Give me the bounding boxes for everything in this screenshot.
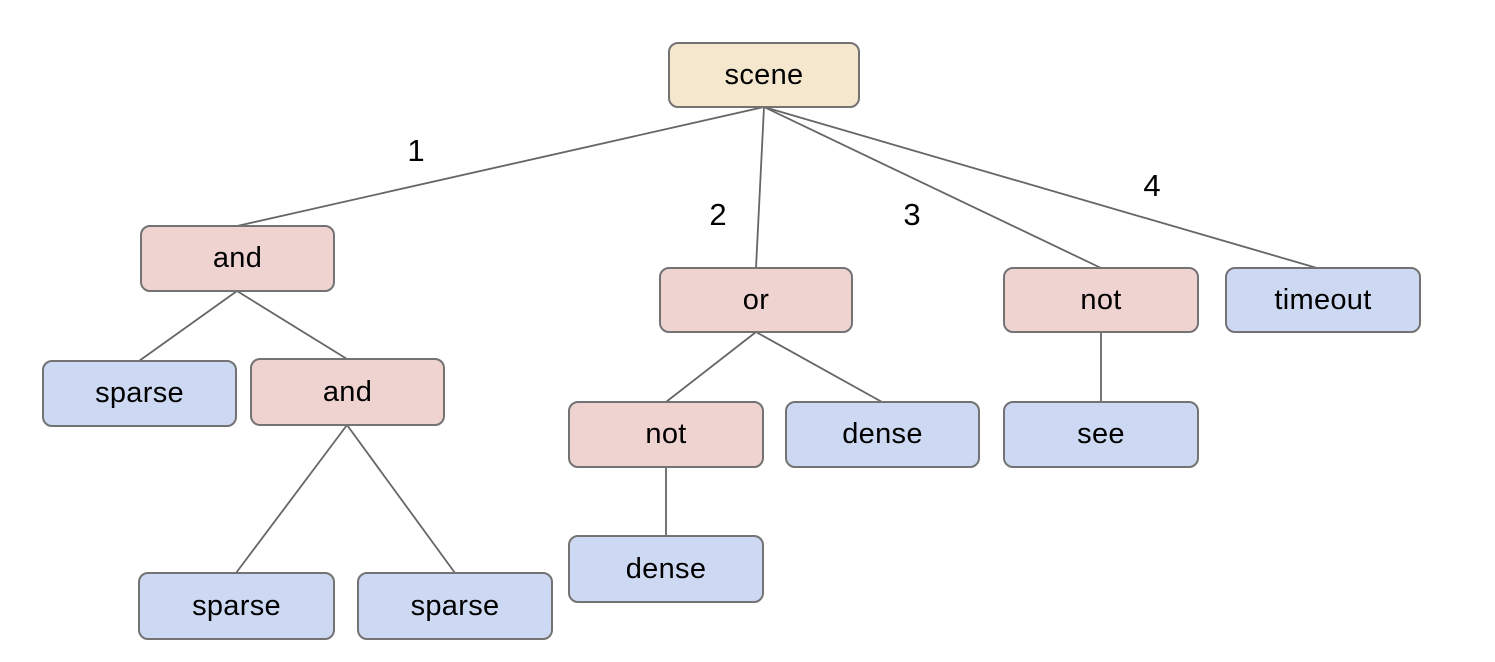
node-not-2-label: not	[645, 418, 687, 450]
edge-label-1: 1	[407, 133, 425, 168]
node-not-1: not	[1003, 267, 1199, 333]
node-scene: scene	[668, 42, 860, 108]
node-scene-label: scene	[724, 58, 804, 91]
node-dense-2-label: dense	[625, 552, 707, 585]
edge-or-not	[665, 331, 757, 403]
edge-label-4: 4	[1143, 168, 1161, 203]
node-and-1-label: and	[212, 242, 263, 274]
node-see-label: see	[1077, 418, 1125, 450]
edge-and2-sparse-left	[235, 424, 348, 574]
node-not-2: not	[568, 401, 764, 468]
node-sparse-2: sparse	[138, 572, 335, 640]
node-sparse-1-label: sparse	[95, 377, 184, 409]
edge-scene-timeout	[763, 106, 1318, 269]
edge-or-dense	[755, 331, 883, 403]
node-or-label: or	[742, 283, 770, 316]
edge-and2-sparse-right	[346, 424, 456, 574]
node-sparse-1: sparse	[42, 360, 237, 427]
node-dense-1: dense	[785, 401, 980, 468]
edge-and-sparse	[138, 290, 238, 362]
edge-and-and	[236, 290, 348, 360]
node-and-2: and	[250, 358, 445, 426]
edge-scene-not	[763, 106, 1102, 269]
node-see: see	[1003, 401, 1199, 468]
node-dense-1-label: dense	[842, 418, 923, 450]
node-sparse-3-label: sparse	[410, 589, 500, 622]
node-sparse-2-label: sparse	[192, 589, 281, 622]
edge-label-3: 3	[903, 197, 921, 232]
node-and-2-label: and	[322, 375, 373, 408]
node-not-1-label: not	[1080, 283, 1122, 316]
node-sparse-3: sparse	[357, 572, 553, 640]
node-timeout-label: timeout	[1274, 283, 1372, 316]
node-timeout: timeout	[1225, 267, 1421, 333]
edge-scene-or	[755, 106, 765, 269]
node-dense-2: dense	[568, 535, 764, 603]
node-or: or	[659, 267, 853, 333]
edge-scene-and	[236, 106, 765, 227]
edge-label-2: 2	[709, 197, 727, 232]
node-and-1: and	[140, 225, 335, 292]
